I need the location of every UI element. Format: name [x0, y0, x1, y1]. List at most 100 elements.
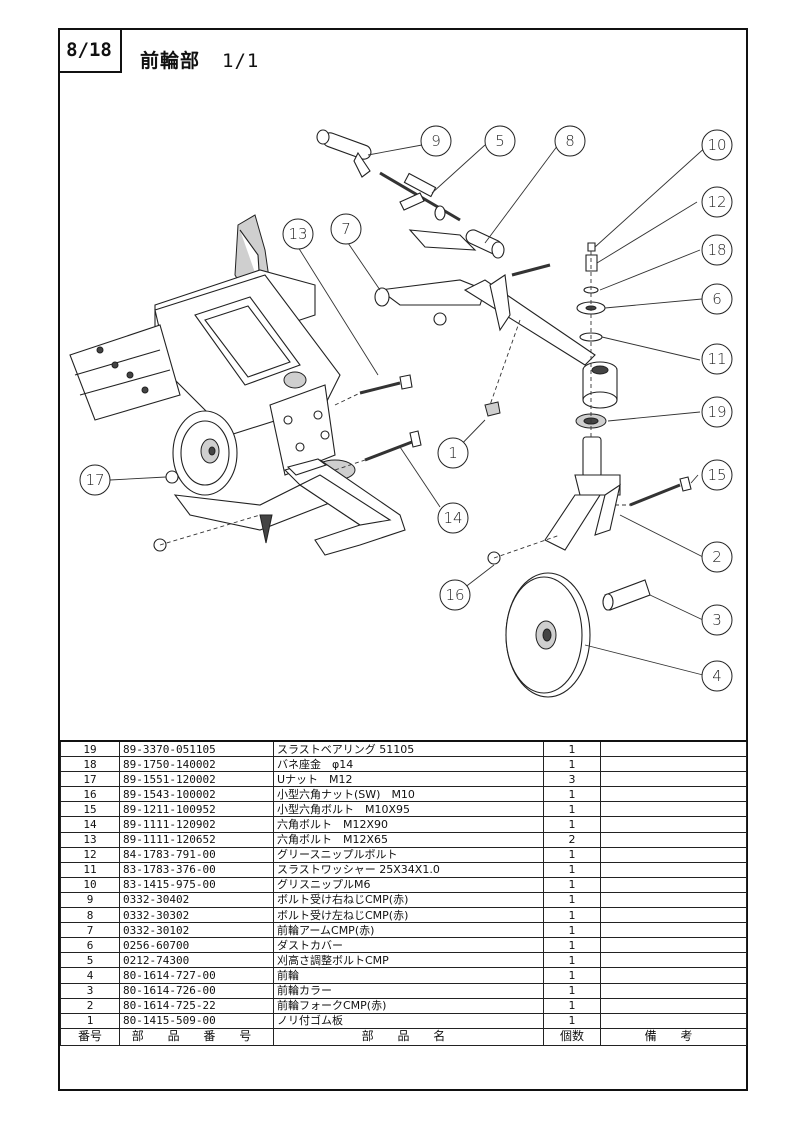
callout-7: 7	[330, 213, 362, 245]
page-title: 前輪部 1/1	[140, 46, 259, 73]
row-note	[600, 846, 747, 863]
row-number: 15	[60, 801, 120, 818]
assembly-lines	[159, 251, 630, 559]
callout-15: 15	[701, 459, 733, 491]
svg-text:13: 13	[288, 225, 307, 243]
callout-13: 13	[282, 218, 314, 250]
row-qty: 1	[543, 952, 601, 969]
callout-2: 2	[701, 541, 733, 573]
row-part-code: 83-1415-975-00	[119, 876, 274, 893]
row-part-code: 83-1783-376-00	[119, 861, 274, 878]
row-number: 3	[60, 982, 120, 999]
header-code: 部 品 番 号	[119, 1027, 274, 1046]
header-qty: 個数	[543, 1027, 601, 1046]
row-part-name: 小型六角ボルト M10X95	[273, 801, 544, 818]
row-note	[600, 937, 747, 954]
bolts-13-14-drawing	[359, 374, 422, 462]
row-part-name: グリスニップルM6	[273, 876, 544, 893]
part-17-drawing	[165, 470, 179, 484]
row-number: 18	[60, 756, 120, 773]
svg-text:18: 18	[707, 241, 726, 259]
callout-10: 10	[701, 129, 733, 161]
header-no: 番号	[60, 1027, 120, 1046]
title-text: 前輪部	[140, 50, 201, 72]
nut-drawing	[433, 312, 447, 326]
row-part-code: 89-1750-140002	[119, 756, 274, 773]
row-note	[600, 771, 747, 788]
row-part-name: 前輪フォークCMP(赤)	[273, 997, 544, 1014]
row-note	[600, 997, 747, 1014]
row-part-code: 80-1415-509-00	[119, 1012, 274, 1029]
callout-4: 4	[701, 660, 733, 692]
row-part-code: 80-1614-726-00	[119, 982, 274, 999]
row-part-code: 0212-74300	[119, 952, 274, 969]
row-part-code: 0256-60700	[119, 937, 274, 954]
row-qty: 1	[543, 740, 601, 758]
part-7-drawing	[374, 263, 618, 409]
row-qty: 1	[543, 876, 601, 893]
row-note	[600, 922, 747, 939]
row-part-name: 刈高さ調整ボルトCMP	[273, 952, 544, 969]
row-part-name: ノリ付ゴム板	[273, 1012, 544, 1029]
row-note	[600, 1012, 747, 1029]
row-qty: 1	[543, 1012, 601, 1029]
row-qty: 1	[543, 846, 601, 863]
row-qty: 1	[543, 861, 601, 878]
svg-text:12: 12	[707, 193, 726, 211]
row-note	[600, 740, 747, 758]
row-part-code: 80-1614-727-00	[119, 967, 274, 984]
svg-text:3: 3	[712, 611, 722, 629]
row-note	[600, 952, 747, 969]
svg-text:9: 9	[431, 132, 441, 150]
row-number: 11	[60, 861, 120, 878]
row-part-code: 0332-30102	[119, 922, 274, 939]
part-5-drawing	[379, 171, 461, 222]
callout-11: 11	[701, 343, 733, 375]
row-note	[600, 982, 747, 999]
row-number: 16	[60, 786, 120, 803]
part-15-drawing	[629, 476, 692, 507]
row-part-code: 89-3370-051105	[119, 740, 274, 758]
row-part-name: グリースニップルボルト	[273, 846, 544, 863]
callout-14: 14	[437, 502, 469, 534]
row-number: 19	[60, 740, 120, 758]
row-part-code: 89-1111-120902	[119, 816, 274, 833]
row-number: 10	[60, 876, 120, 893]
row-number: 4	[60, 967, 120, 984]
svg-text:5: 5	[495, 132, 505, 150]
svg-text:8: 8	[565, 132, 575, 150]
part-1-drawing	[484, 401, 501, 417]
row-qty: 1	[543, 891, 601, 909]
row-number: 1	[60, 1012, 120, 1029]
svg-text:6: 6	[712, 290, 722, 308]
row-number: 13	[60, 831, 120, 848]
row-number: 2	[60, 997, 120, 1014]
svg-text:10: 10	[707, 136, 726, 154]
row-part-code: 89-1551-120002	[119, 771, 274, 788]
svg-text:11: 11	[707, 350, 726, 368]
row-note	[600, 891, 747, 909]
svg-text:4: 4	[712, 667, 722, 685]
row-part-code: 84-1783-791-00	[119, 846, 274, 863]
callout-17: 17	[79, 464, 111, 496]
row-part-code: 89-1543-100002	[119, 786, 274, 803]
row-qty: 1	[543, 786, 601, 803]
row-part-code: 0332-30402	[119, 891, 274, 909]
row-qty: 1	[543, 922, 601, 939]
row-note	[600, 816, 747, 833]
row-note	[600, 861, 747, 878]
title-sub: 1/1	[222, 50, 260, 72]
page-frame	[58, 28, 748, 1091]
part-3-drawing	[602, 579, 651, 611]
header-name: 部 品 名	[273, 1027, 544, 1046]
row-part-name: ボルト受け右ねじCMP(赤)	[273, 891, 544, 909]
